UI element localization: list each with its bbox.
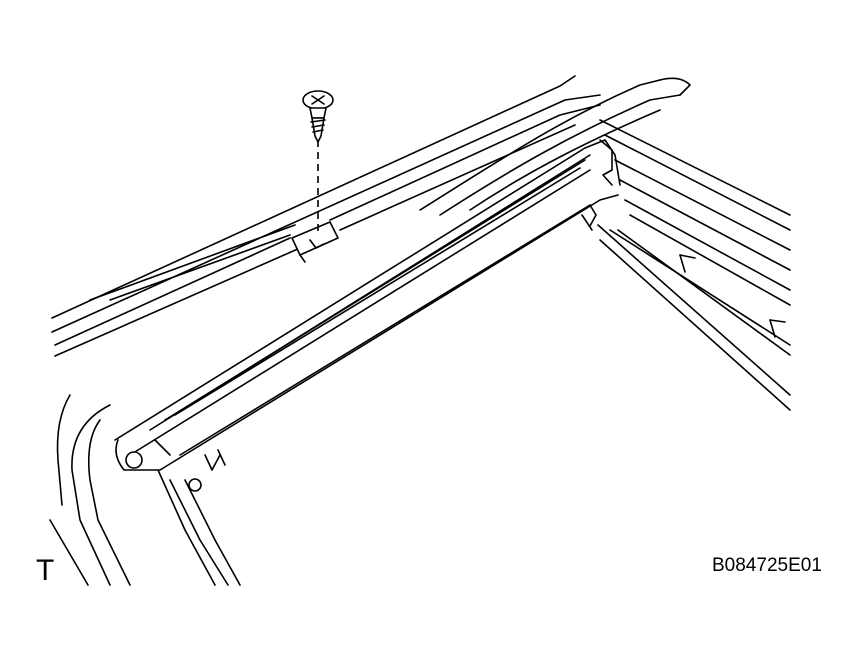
clip-bracket <box>291 221 339 263</box>
guide-rail-beam <box>114 139 621 471</box>
frame-front-corner <box>49 394 241 586</box>
view-letter-label: T <box>36 554 55 587</box>
figure-code-label: B084725E01 <box>712 555 822 576</box>
roof-rail <box>419 77 691 216</box>
screw-icon <box>302 90 334 143</box>
frame-right-side <box>581 119 791 411</box>
roof-panel-outline <box>51 75 601 357</box>
